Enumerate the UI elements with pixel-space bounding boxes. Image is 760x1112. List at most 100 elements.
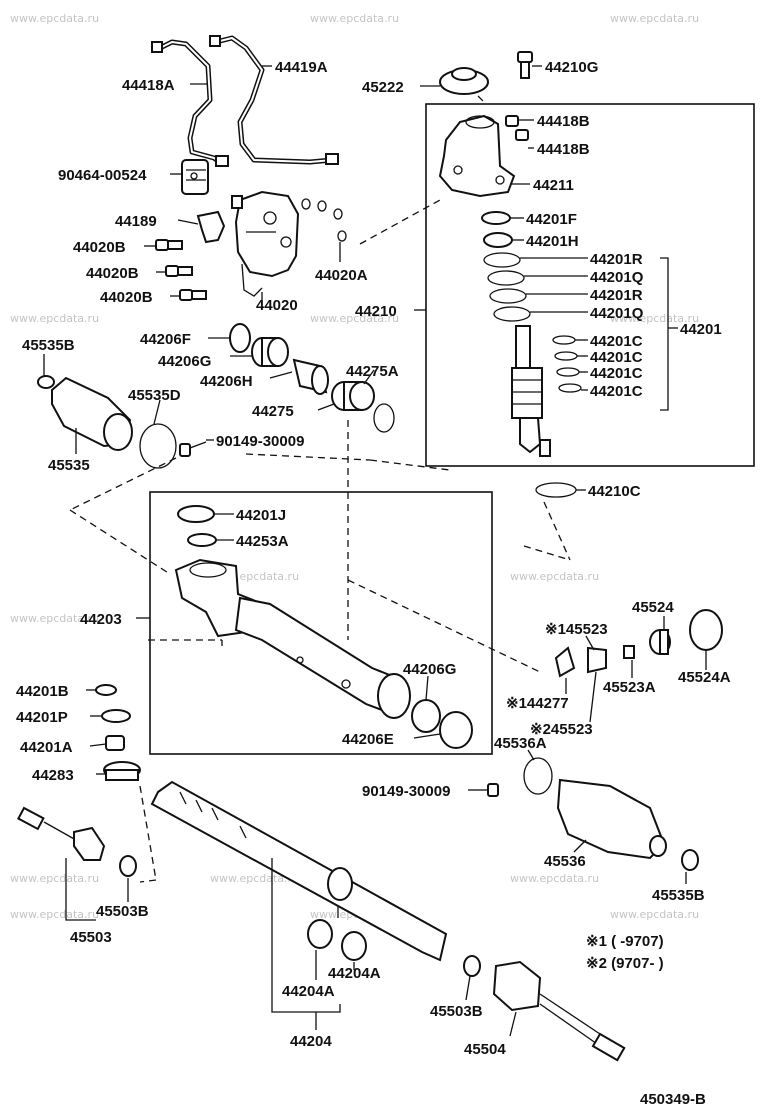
- label-44419a: 44419A: [275, 59, 328, 76]
- clip-45503b: [119, 855, 137, 877]
- clip-45503b: [463, 955, 481, 977]
- ring-44201q: [487, 270, 525, 286]
- nut-44418b: [505, 115, 519, 127]
- label-45503b: 45503B: [96, 903, 149, 920]
- label-44204a: 44204A: [328, 965, 381, 982]
- dust-cover-45222: [439, 67, 489, 95]
- rack-housing-44203: [174, 505, 411, 719]
- watermark: www.epcdata.ru: [10, 312, 99, 325]
- label-44020a: 44020A: [315, 267, 368, 284]
- seal-ring-44201c: [558, 383, 582, 393]
- ring-44201q: [493, 306, 531, 322]
- ring-44201r: [489, 288, 527, 304]
- bushing-44206g: [411, 699, 441, 733]
- label-45524: 45524: [632, 599, 674, 616]
- label-44201a: 44201A: [20, 739, 73, 756]
- bushing-44275: [331, 381, 375, 411]
- dashed-guide-lines: [69, 95, 571, 883]
- label-45523a: 45523A: [603, 679, 656, 696]
- label-45222: 45222: [362, 79, 404, 96]
- watermark: www.epcdata.ru: [510, 872, 599, 885]
- label-45535d: 45535D: [128, 387, 181, 404]
- label-44206f: 44206F: [140, 331, 191, 348]
- label-44275: 44275: [252, 403, 294, 420]
- seal-44201b: [95, 684, 117, 696]
- control-valve-shaft-44201: [511, 325, 551, 457]
- clamp-45535b: [681, 849, 699, 871]
- label-45504: 45504: [464, 1041, 506, 1058]
- label-44201c: 44201C: [590, 365, 643, 382]
- seal-44204a: [341, 931, 367, 961]
- clamp-45535d: [139, 423, 177, 469]
- steering-rack-44204: [150, 780, 448, 962]
- watermark: www.epcdata.ru: [10, 12, 99, 25]
- watermark: www.epcdata.ru: [310, 12, 399, 25]
- watermark: www.epcdata.ru: [10, 908, 99, 921]
- label-44418a: 44418A: [122, 77, 175, 94]
- nut-44418b: [515, 129, 529, 141]
- leader-lines: [43, 65, 707, 1037]
- spring-cap-44277: [554, 646, 576, 678]
- label-44201c: 44201C: [590, 333, 643, 350]
- pressure-tube-44419a: [209, 35, 339, 165]
- label-44203: 44203: [80, 611, 122, 628]
- label-45523: ※245523: [530, 721, 593, 738]
- label-44277: ※144277: [506, 695, 569, 712]
- label-45535: 45535: [48, 457, 90, 474]
- bolt-44210g: [517, 51, 533, 79]
- label-44189: 44189: [115, 213, 157, 230]
- bracket-44189: [196, 210, 226, 244]
- label-44201j: 44201J: [236, 507, 286, 524]
- plug-45523: [587, 646, 607, 674]
- o-rings-44020a: [301, 198, 347, 242]
- seal-44201f: [481, 211, 511, 225]
- control-valve-box: [425, 103, 755, 467]
- seal-ring-44201c: [552, 335, 576, 345]
- tie-rod-end-45503: [17, 806, 106, 861]
- label-44201r: 44201R: [590, 251, 643, 268]
- watermark: www.epcdata.ru: [610, 908, 699, 921]
- label-90464-00524: 90464-00524: [58, 167, 147, 184]
- label-44020: 44020: [256, 297, 298, 314]
- bearing-44201a: [105, 735, 125, 751]
- seal-44206f: [229, 323, 251, 353]
- seal-ring-44201c: [556, 367, 580, 377]
- label-45535b: 45535B: [22, 337, 75, 354]
- screw-45523a: [623, 645, 635, 659]
- watermark: www.epcdata.ru: [310, 312, 399, 325]
- watermark: www.epcdata.ru: [10, 872, 99, 885]
- label-44283: 44283: [32, 767, 74, 784]
- label-44206e: 44206E: [342, 731, 394, 748]
- label-44201q: 44201Q: [590, 305, 644, 322]
- clamp-45536a: [523, 757, 553, 795]
- label-44204: 44204: [290, 1033, 332, 1050]
- diagram-code: 450349-B: [640, 1091, 706, 1108]
- label-44020b: 44020B: [100, 289, 153, 306]
- label-45535b: 45535B: [652, 887, 705, 904]
- label-44201c: 44201C: [590, 349, 643, 366]
- bolt-90149: [179, 441, 207, 457]
- label-44020b: 44020B: [86, 265, 139, 282]
- oil-seal-44206e: [439, 711, 473, 749]
- tie-rod-end-45504: [492, 960, 626, 1062]
- label-44201b: 44201B: [16, 683, 69, 700]
- bushing-44206g: [251, 337, 289, 367]
- watermark: www.epcdata.ru: [610, 12, 699, 25]
- valve-housing-44211: [438, 114, 516, 198]
- label-90149-30009: 90149-30009: [362, 783, 450, 800]
- label-44204a: 44204A: [282, 983, 335, 1000]
- label-44206g: 44206G: [158, 353, 211, 370]
- label-44206h: 44206H: [200, 373, 253, 390]
- part-labels: 44418A 44419A 45222 44210G 44418B 44418B…: [16, 59, 731, 1108]
- ring-44201r: [483, 252, 521, 268]
- boot-45536: [556, 778, 667, 860]
- label-45503: 45503: [70, 929, 112, 946]
- pressure-tube-44418a: [151, 39, 229, 167]
- bolt-44020b: [179, 289, 207, 301]
- rack-housing-box: [149, 491, 493, 755]
- seal-44204a: [307, 919, 333, 949]
- label-44253a: 44253A: [236, 533, 289, 550]
- label-44211: 44211: [533, 177, 574, 194]
- label-44201r: 44201R: [590, 287, 643, 304]
